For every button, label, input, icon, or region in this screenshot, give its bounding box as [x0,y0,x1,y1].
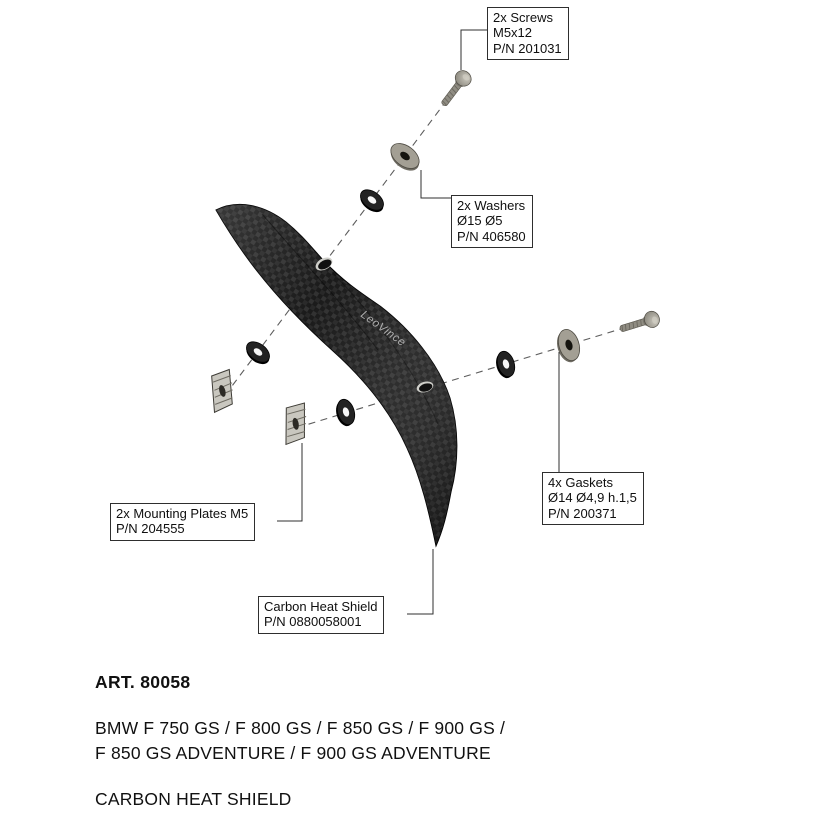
axis-lines [225,79,651,429]
label-gaskets-line2: Ø14 Ø4,9 h.1,5 [548,490,637,506]
label-gaskets: 4x Gaskets Ø14 Ø4,9 h.1,5 P/N 200371 [542,472,644,525]
screw-right [617,308,662,338]
label-mounting-plates-line1: 2x Mounting Plates M5 [116,506,249,521]
label-screws-line2: M5x12 [493,25,533,41]
label-washers-line1: 2x Washers [457,198,526,213]
model-fitment-line2: F 850 GS ADVENTURE / F 900 GS ADVENTURE [95,743,491,763]
mounting-plate-1 [208,367,236,415]
label-screws-line3: P/N 201031 [493,40,562,56]
label-gaskets-line3: P/N 200371 [548,505,617,521]
label-washers-line3: P/N 406580 [457,228,526,244]
mounting-plate-2 [279,399,311,448]
leader-lines [277,29,560,615]
label-washers: 2x Washers Ø15 Ø5 P/N 406580 [451,195,533,248]
shield-hole-right [416,381,434,393]
article-number: ART. 80058 [95,672,191,692]
washer-top [384,137,426,177]
shield-hole-top [315,257,333,271]
label-heat-shield-line1: Carbon Heat Shield [264,599,378,614]
heat-shield-sheen [216,204,457,546]
label-heat-shield: Carbon Heat Shield P/N 0880058001 [258,596,385,634]
product-name: CARBON HEAT SHIELD [95,789,292,809]
label-washers-line2: Ø15 Ø5 [457,213,503,229]
gasket-top-outer [355,185,389,217]
model-fitment-line1: BMW F 750 GS / F 800 GS / F 850 GS / F 9… [95,718,506,738]
heat-shield-seam-1 [261,213,379,351]
leader-mounting-plates [277,443,303,522]
label-screws-line1: 2x Screws [493,10,553,25]
heat-shield-seam-2 [331,271,439,425]
gasket-right-inner [332,396,359,429]
leader-washers [420,170,451,199]
label-gaskets-line1: 4x Gaskets [548,475,614,490]
label-mounting-plates-line2: P/N 204555 [116,521,185,537]
gasket-right-outer [492,348,519,381]
screw-top [436,66,475,111]
leader-screws [460,29,487,70]
washer-right [552,326,585,366]
carbon-heat-shield: LeoVince [215,203,458,548]
gasket-top-inner [241,337,275,369]
label-screws: 2x Screws M5x12 P/N 201031 [487,7,569,60]
fastener-axis-line-top [225,79,463,395]
model-fitment: BMW F 750 GS / F 800 GS / F 850 GS / F 9… [95,716,505,766]
label-heat-shield-line2: P/N 0880058001 [264,614,362,630]
leader-heat-shield [407,549,434,615]
label-mounting-plates: 2x Mounting Plates M5 P/N 204555 [110,503,256,541]
